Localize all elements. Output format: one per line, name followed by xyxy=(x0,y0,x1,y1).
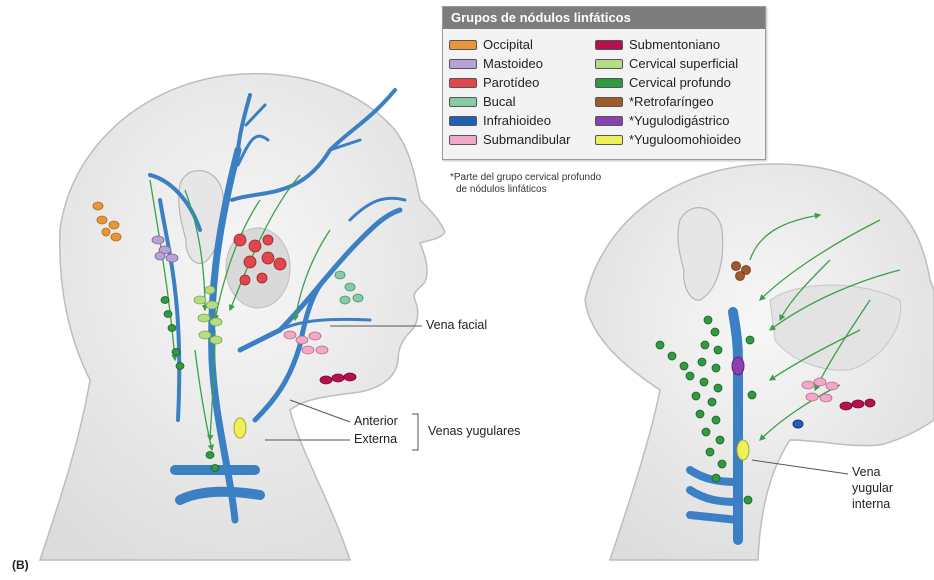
legend-label: *Yuguloomohioideo xyxy=(629,132,741,147)
legend-footnote-line-2: de nódulos linfáticos xyxy=(450,184,601,196)
legend-item: Occipital xyxy=(449,35,533,54)
legend-swatch xyxy=(449,59,477,69)
legend-swatch xyxy=(595,59,623,69)
label-vena-facial: Vena facial xyxy=(426,318,487,332)
legend-label: Parotídeo xyxy=(483,75,539,90)
legend-footnote: *Parte del grupo cervical profundo de nó… xyxy=(450,172,601,196)
legend-item: Parotídeo xyxy=(449,73,539,92)
legend-item: Mastoideo xyxy=(449,54,543,73)
left-juguloomohyoid-node xyxy=(234,418,246,438)
legend-label: Submandibular xyxy=(483,132,570,147)
legend-label: Mastoideo xyxy=(483,56,543,71)
label-vena-yugular-interna: Vena yugular interna xyxy=(852,464,893,512)
legend-swatch xyxy=(595,116,623,126)
panel-label: (B) xyxy=(12,558,29,572)
legend-item: Submandibular xyxy=(449,130,570,149)
legend-label: Occipital xyxy=(483,37,533,52)
legend-item: Cervical superficial xyxy=(595,54,738,73)
legend-label: Submentoniano xyxy=(629,37,720,52)
legend-item: *Retrofaríngeo xyxy=(595,92,714,111)
label-vena-yugular-interna-line-1: Vena xyxy=(852,464,893,480)
legend-swatch xyxy=(595,78,623,88)
legend-label: Cervical superficial xyxy=(629,56,738,71)
legend-label: Infrahioideo xyxy=(483,113,551,128)
legend-swatch xyxy=(449,116,477,126)
legend-title: Grupos de nódulos linfáticos xyxy=(443,7,765,29)
legend-item: *Yuguloomohioideo xyxy=(595,130,741,149)
legend-item: Submentoniano xyxy=(595,35,720,54)
label-vena-yugular-interna-line-3: interna xyxy=(852,496,893,512)
legend-item: Bucal xyxy=(449,92,516,111)
legend-swatch xyxy=(449,78,477,88)
legend-label: Cervical profundo xyxy=(629,75,731,90)
label-vena-yugular-interna-line-2: yugular xyxy=(852,480,893,496)
left-head-silhouette xyxy=(40,74,445,560)
right-jugulodigastric-node xyxy=(732,357,744,375)
legend-label: *Yugulodigástrico xyxy=(629,113,729,128)
right-infrahyoid-node xyxy=(793,420,803,428)
legend-footnote-line-1: *Parte del grupo cervical profundo xyxy=(450,172,601,184)
right-juguloomohyoid-node xyxy=(737,440,749,460)
legend-item: Cervical profundo xyxy=(595,73,731,92)
legend-label: *Retrofaríngeo xyxy=(629,94,714,109)
legend-swatch xyxy=(595,40,623,50)
legend-swatch xyxy=(449,97,477,107)
legend-swatch xyxy=(449,40,477,50)
legend-item: Infrahioideo xyxy=(449,111,551,130)
legend-swatch xyxy=(595,135,623,145)
legend-item: *Yugulodigástrico xyxy=(595,111,729,130)
label-externa: Externa xyxy=(354,432,397,446)
label-venas-yugulares: Venas yugulares xyxy=(428,424,520,438)
legend-swatch xyxy=(449,135,477,145)
left-head xyxy=(40,74,445,560)
legend-label: Bucal xyxy=(483,94,516,109)
legend-swatch xyxy=(595,97,623,107)
label-anterior: Anterior xyxy=(354,414,398,428)
